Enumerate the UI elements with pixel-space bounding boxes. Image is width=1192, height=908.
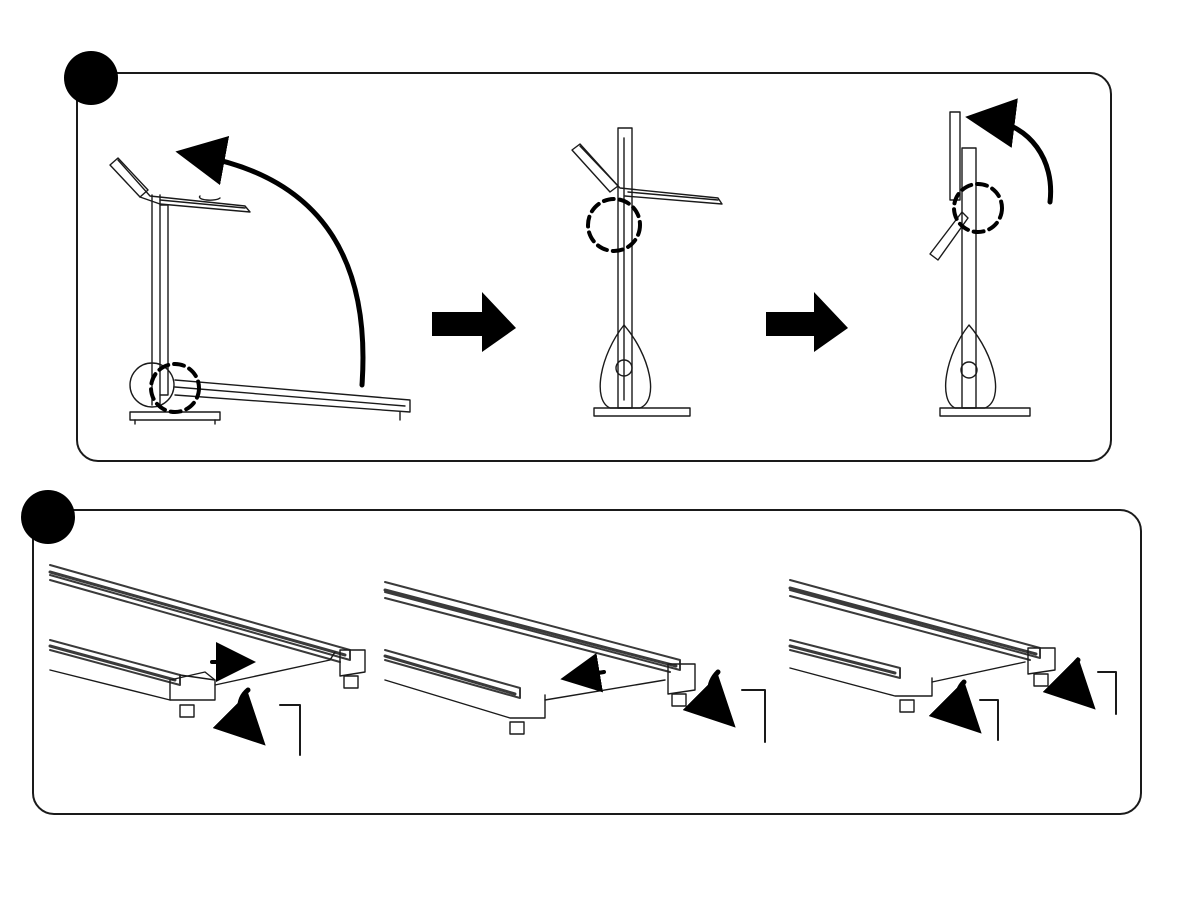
deck-end-adjust-both-figure	[790, 580, 1116, 740]
arrow-right-icon	[432, 292, 516, 352]
hex-key-icon	[1098, 672, 1116, 714]
hex-key-icon	[742, 690, 765, 742]
deck-end-adjust-right-figure	[385, 582, 765, 742]
arrow-right-icon	[766, 292, 848, 352]
hex-key-icon	[280, 705, 300, 755]
hex-key-icon	[980, 700, 998, 740]
treadmill-deck-upright-figure	[572, 128, 722, 416]
treadmill-unfolded-figure	[110, 156, 410, 424]
deck-end-adjust-left-figure	[50, 565, 365, 755]
treadmill-handlebar-folded-figure	[930, 112, 1051, 416]
